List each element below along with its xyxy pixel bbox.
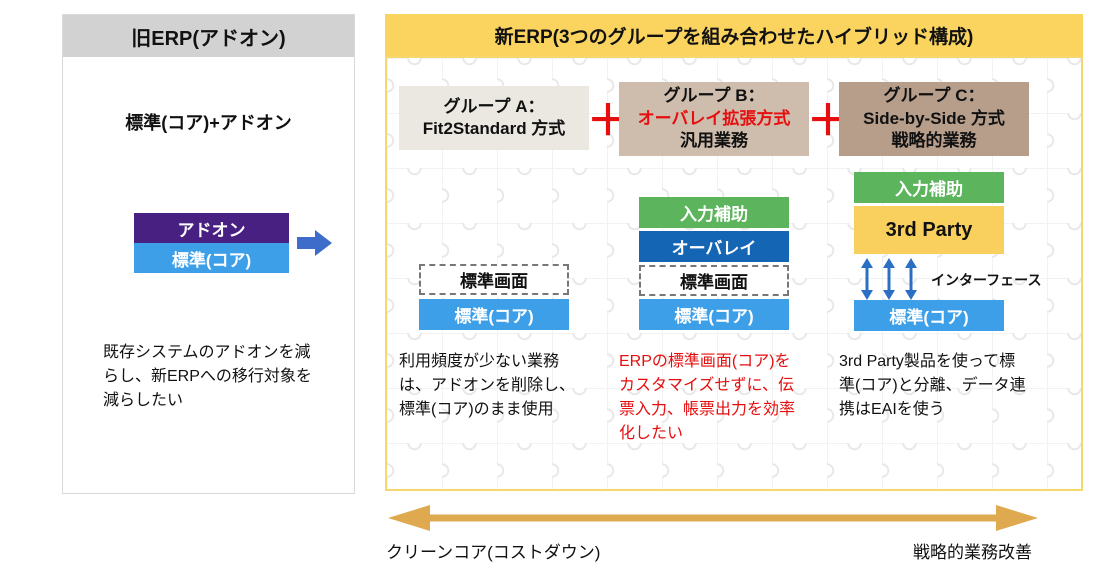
group-c-title-line3: 戦略的業務 — [891, 131, 977, 151]
group-c-core-label: 標準(コア) — [889, 308, 969, 327]
old-erp-formula: 標準(コア)+アドオン — [63, 109, 354, 135]
old-erp-title: 旧ERP(アドオン) — [63, 15, 354, 57]
group-c-title-line1: グループ C： — [883, 86, 985, 106]
group-c-title-line2: Side-by-Side 方式 — [863, 108, 1005, 128]
group-b-standard-screen-label: 標準画面 — [680, 273, 748, 292]
group-b-standard-screen-box: 標準画面 — [639, 265, 789, 296]
group-b-header: グループ B： オーバレイ拡張方式 汎用業務 — [619, 82, 809, 156]
axis-left-label: クリーンコア(コストダウン) — [386, 543, 601, 562]
flow-right-arrow-icon — [297, 230, 332, 256]
group-a-standard-screen-box: 標準画面 — [419, 264, 569, 295]
group-b-core-label: 標準(コア) — [674, 307, 754, 326]
group-b-title-line3: 汎用業務 — [680, 131, 748, 151]
new-erp-panel: 新ERP(3つのグループを組み合わせたハイブリッド構成) グループ A： Fit… — [385, 14, 1083, 491]
group-a-core-label: 標準(コア) — [454, 307, 534, 326]
group-b-description: ERPの標準画面(コア)をカスタマイズせずに、伝票入力、帳票出力を効率化したい — [619, 353, 796, 442]
group-a-header: グループ A： Fit2Standard 方式 — [399, 86, 589, 150]
old-erp-panel: 旧ERP(アドオン) 標準(コア)+アドオン アドオン 標準(コア) 既存システ… — [62, 14, 355, 494]
old-core-box: 標準(コア) — [134, 243, 289, 273]
old-erp-formula-text: 標準(コア)+アドオン — [125, 113, 292, 133]
old-erp-title-text: 旧ERP(アドオン) — [131, 27, 286, 50]
group-b-input-assist-box: 入力補助 — [639, 197, 789, 228]
interface-label: インターフェース — [931, 272, 1042, 288]
group-b-title-line1: グループ B： — [663, 86, 765, 106]
group-b-core-box: 標準(コア) — [639, 299, 789, 330]
group-b-overlay-label: オーバレイ — [671, 239, 757, 258]
group-a-description: 利用頻度が少ない業務は、アドオンを削除し、標準(コア)のまま使用 — [399, 353, 576, 418]
plus-sign-1: ＋ — [587, 97, 630, 144]
new-erp-body: グループ A： Fit2Standard 方式 ＋ グループ B： オーバレイ拡… — [385, 56, 1083, 491]
old-erp-description: 既存システムのアドオンを減らし、新ERPへの移行対象を減らしたい — [103, 344, 312, 409]
group-c-input-assist-label: 入力補助 — [895, 180, 963, 199]
new-erp-title-text: 新ERP(3つのグループを組み合わせたハイブリッド構成) — [494, 26, 974, 48]
plus-sign-2: ＋ — [807, 97, 850, 144]
group-c-third-party-box: 3rd Party — [854, 206, 1004, 254]
group-c-header: グループ C： Side-by-Side 方式 戦略的業務 — [839, 82, 1029, 156]
group-c-core-box: 標準(コア) — [854, 300, 1004, 331]
group-c-input-assist-box: 入力補助 — [854, 172, 1004, 203]
interface-arrows-icon — [861, 258, 917, 300]
group-b-input-assist-label: 入力補助 — [680, 205, 748, 224]
new-erp-title: 新ERP(3つのグループを組み合わせたハイブリッド構成) — [385, 14, 1083, 56]
group-a-title-line1: グループ A： — [443, 96, 545, 116]
group-a-title-line2: Fit2Standard 方式 — [422, 119, 566, 138]
group-c-description: 3rd Party製品を使って標準(コア)と分離、データ連携はEAIを使う — [839, 353, 1026, 418]
group-a-core-box: 標準(コア) — [419, 299, 569, 330]
group-b-title-line2: オーバレイ拡張方式 — [637, 108, 791, 128]
group-c-third-party-label: 3rd Party — [885, 218, 973, 241]
group-a-standard-screen-label: 標準画面 — [460, 272, 528, 291]
old-addon-label: アドオン — [177, 220, 246, 240]
old-core-label: 標準(コア) — [171, 250, 252, 270]
axis-double-arrow-icon — [388, 505, 1038, 531]
old-addon-box: アドオン — [134, 213, 289, 243]
axis-right-label: 戦略的業務改善 — [913, 543, 1032, 562]
group-b-overlay-box: オーバレイ — [639, 231, 789, 262]
